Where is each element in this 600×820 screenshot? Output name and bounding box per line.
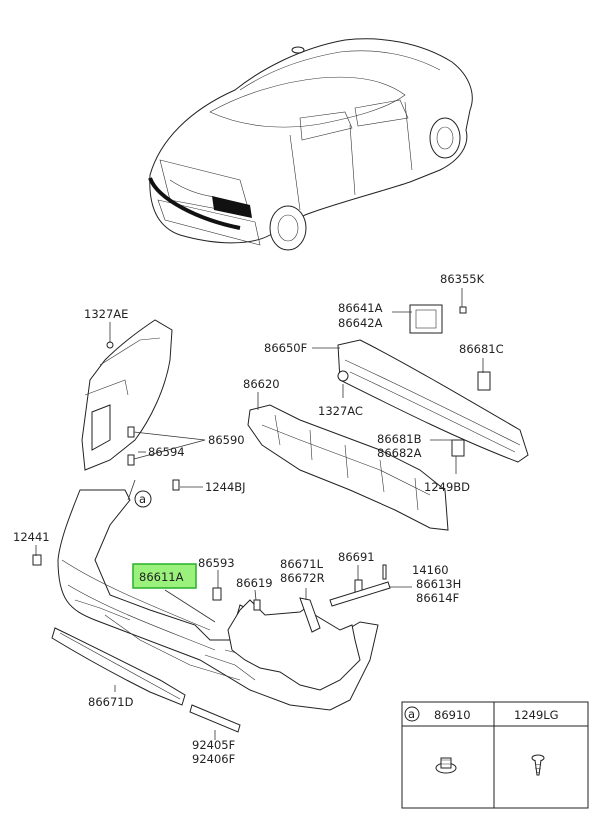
label-86614F[interactable]: 86614F — [416, 591, 459, 605]
label-86691[interactable]: 86691 — [338, 550, 375, 564]
legend-col1-header[interactable]: 86910 — [434, 708, 471, 722]
label-86671D[interactable]: 86671D — [88, 695, 134, 709]
label-86672R[interactable]: 86672R — [280, 571, 325, 585]
legend-col2-header[interactable]: 1249LG — [514, 708, 559, 722]
car-overview — [148, 38, 473, 251]
bumper-beam — [337, 304, 529, 463]
highlight-box — [132, 563, 197, 589]
screw-icon — [531, 754, 545, 776]
part-labels: 86355K 86641A 86642A 86650F 86681C 1327A… — [13, 272, 504, 766]
label-86613H[interactable]: 86613H — [416, 577, 461, 591]
clip-fastener-icon — [435, 757, 457, 774]
lower-grille — [51, 627, 241, 733]
label-1327AC[interactable]: 1327AC — [318, 404, 363, 418]
label-86619[interactable]: 86619 — [236, 576, 273, 590]
callout-circle-a — [134, 490, 152, 508]
bumper-cover — [57, 489, 379, 711]
legend-marker-circle — [404, 706, 420, 722]
fasteners — [32, 426, 391, 633]
label-86611A[interactable]: 86611A — [139, 570, 184, 584]
label-86650F[interactable]: 86650F — [264, 341, 307, 355]
label-86681C[interactable]: 86681C — [459, 342, 504, 356]
label-86593[interactable]: 86593 — [198, 556, 235, 570]
side-panel — [81, 319, 173, 471]
label-92405F[interactable]: 92405F — [192, 738, 235, 752]
label-86671L[interactable]: 86671L — [280, 557, 324, 571]
label-86594[interactable]: 86594 — [148, 445, 185, 459]
leader-lines — [35, 288, 484, 740]
label-1327AE[interactable]: 1327AE — [84, 307, 128, 321]
energy-absorber — [247, 404, 449, 531]
label-12441[interactable]: 12441 — [13, 530, 50, 544]
legend-table: a 86910 1249LG — [401, 701, 589, 809]
label-86620[interactable]: 86620 — [243, 377, 280, 391]
label-86355K[interactable]: 86355K — [440, 272, 485, 286]
label-86590[interactable]: 86590 — [208, 433, 245, 447]
label-86642A[interactable]: 86642A — [338, 316, 383, 330]
label-14160[interactable]: 14160 — [412, 563, 449, 577]
legend-marker: a — [408, 707, 415, 721]
label-1249BD[interactable]: 1249BD — [424, 480, 470, 494]
callout-a-label: a — [139, 492, 146, 506]
label-1244BJ[interactable]: 1244BJ — [205, 480, 246, 494]
label-92406F[interactable]: 92406F — [192, 752, 235, 766]
label-86681B[interactable]: 86681B — [377, 432, 422, 446]
label-86682A[interactable]: 86682A — [377, 446, 422, 460]
label-86641A[interactable]: 86641A — [338, 301, 383, 315]
